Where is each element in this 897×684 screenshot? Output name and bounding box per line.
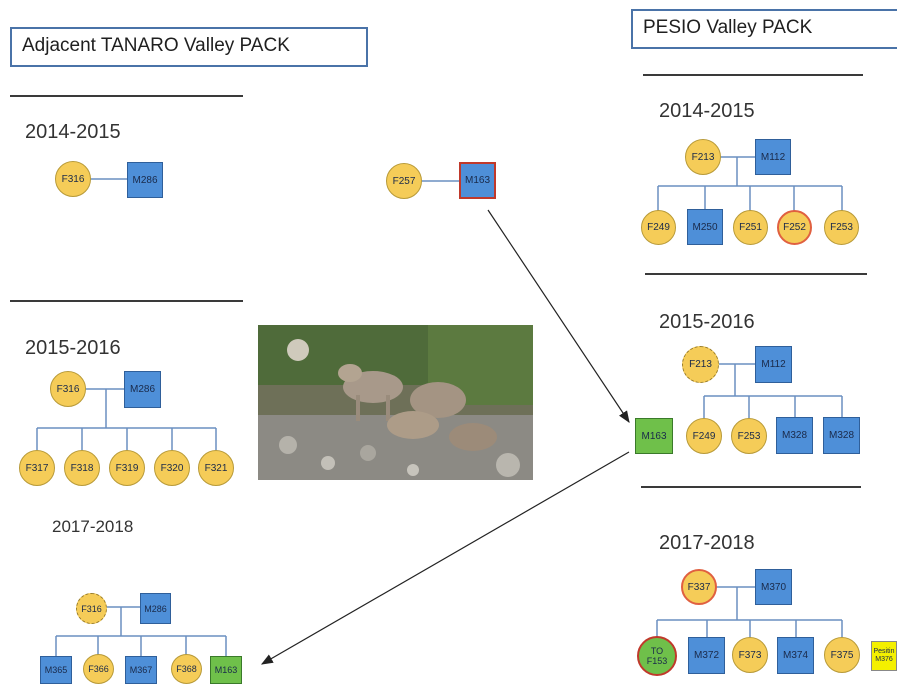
immigrant-male-node: M163 [635, 418, 673, 454]
female-node: F320 [154, 450, 190, 486]
female-node: F321 [198, 450, 234, 486]
male-node: M112 [755, 346, 792, 383]
pesio-pack-title: PESIO Valley PACK [631, 9, 897, 49]
female-node: F317 [19, 450, 55, 486]
year-label: 2014-2015 [25, 121, 121, 143]
female-node: F251 [733, 210, 768, 245]
male-node: M286 [140, 593, 171, 624]
female-node: F253 [824, 210, 859, 245]
dispersal-arrow-to-tanaro [260, 451, 630, 665]
dispersed-female-node: TO F153 [637, 636, 677, 676]
divider [641, 486, 861, 488]
male-node: M328 [776, 417, 813, 454]
male-node: M286 [127, 162, 163, 198]
female-node: F252 [777, 210, 812, 245]
year-label: 2017-2018 [52, 517, 134, 536]
year-label: 2015-2016 [25, 337, 121, 359]
female-node: F366 [83, 654, 114, 684]
male-node: M365 [40, 656, 72, 684]
male-node: M372 [688, 637, 725, 674]
male-node: M112 [755, 139, 791, 175]
divider [643, 74, 863, 76]
female-node: F319 [109, 450, 145, 486]
female-node: F249 [686, 418, 722, 454]
female-node: F373 [732, 637, 768, 673]
tanaro-pack-title: Adjacent TANARO Valley PACK [10, 27, 368, 67]
dispersal-arrow-to-pesio [487, 209, 630, 423]
female-node: F253 [731, 418, 767, 454]
female-node: F368 [171, 654, 202, 684]
immigrant-male-node: M163 [210, 656, 242, 684]
divider [645, 273, 867, 275]
male-node: M286 [124, 371, 161, 408]
divider [10, 95, 243, 97]
male-node: M370 [755, 569, 792, 605]
female-node: F375 [824, 637, 860, 673]
wolf-photo [258, 325, 533, 480]
male-node: M367 [125, 656, 157, 684]
divider [10, 300, 243, 302]
female-node: F249 [641, 210, 676, 245]
female-node: F337 [681, 569, 717, 605]
year-label: 2015-2016 [659, 311, 755, 333]
female-node-absent: F316 [76, 593, 107, 624]
female-node: F257 [386, 163, 422, 199]
year-label: 2014-2015 [659, 100, 755, 122]
female-node: F213 [685, 139, 721, 175]
female-node-absent: F213 [682, 346, 719, 383]
female-node: F318 [64, 450, 100, 486]
male-node: M374 [777, 637, 814, 674]
male-node: M250 [687, 209, 723, 245]
male-node-disperser: M163 [459, 162, 496, 199]
female-node: F316 [55, 161, 91, 197]
male-node: M328 [823, 417, 860, 454]
yellow-label-node: Pesitin M376 [871, 641, 897, 671]
year-label: 2017-2018 [659, 532, 755, 554]
female-node: F316 [50, 371, 86, 407]
